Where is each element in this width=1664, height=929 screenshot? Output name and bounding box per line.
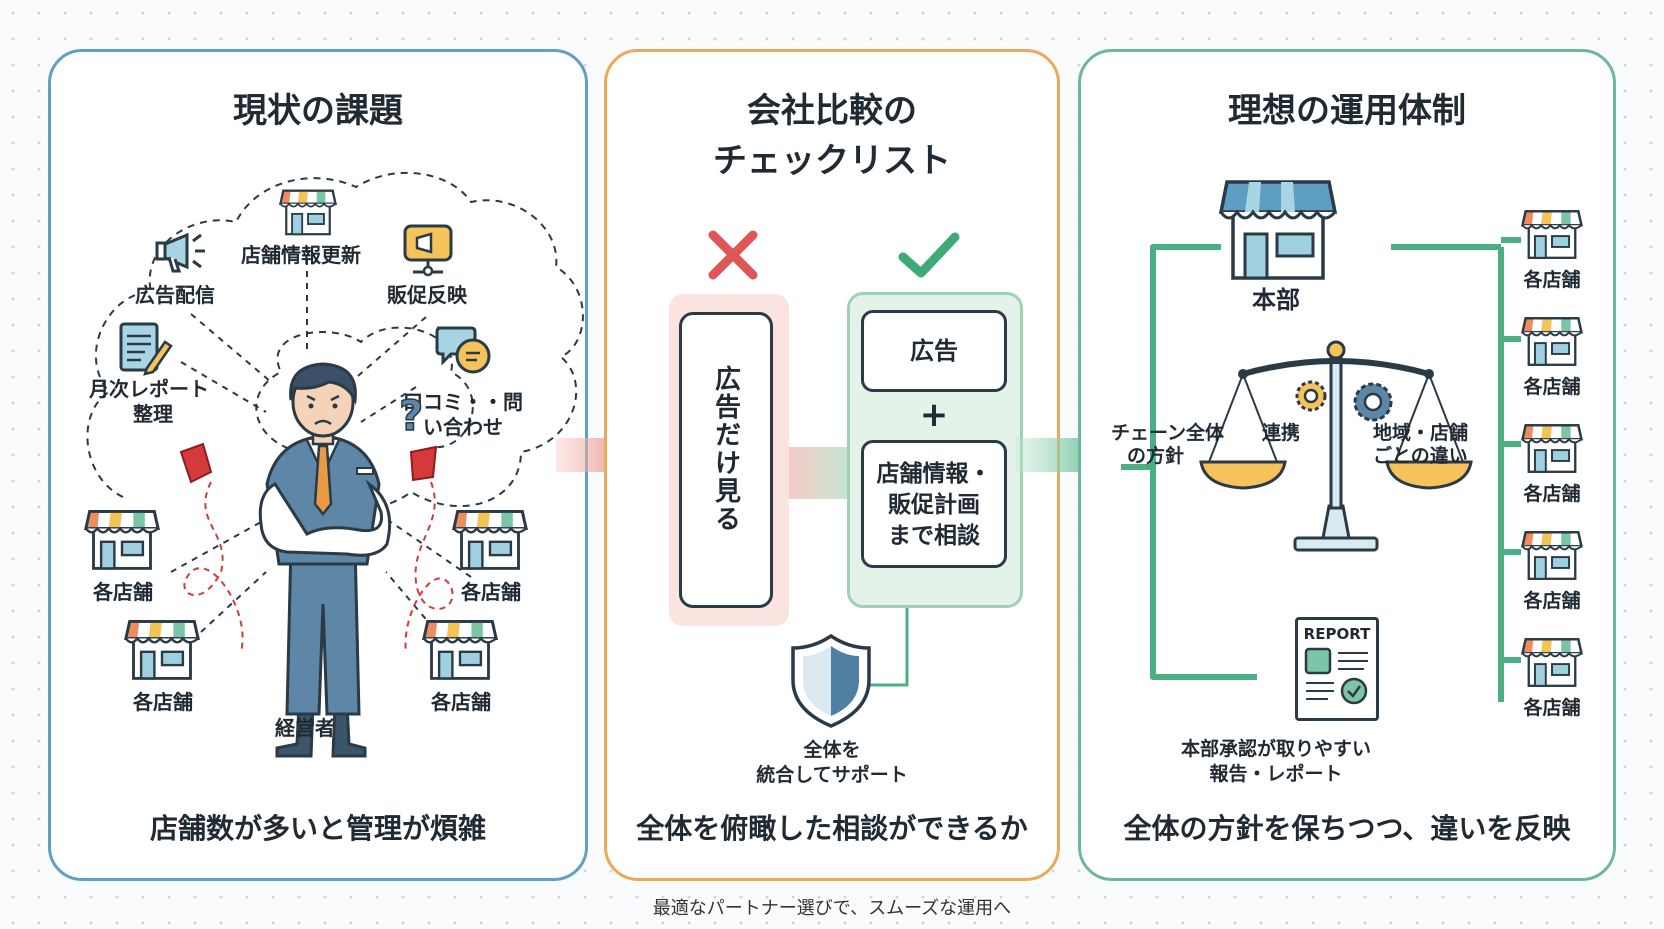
support-line-1: 全体を	[803, 739, 861, 761]
store-label: 各店舗	[1523, 697, 1581, 719]
store-item: 各店舗	[83, 500, 163, 605]
check-icon	[898, 232, 960, 278]
balance-scale-icon	[1199, 340, 1473, 552]
consult-line-1: 店舗情報・	[876, 461, 992, 487]
scale-left-line-2: の方針	[1127, 445, 1185, 467]
store-icon	[83, 500, 161, 576]
report-contents-icon	[1304, 647, 1368, 705]
footer-caption: 最適なパートナー選びで、スムーズな運用へ	[652, 898, 1012, 919]
hq-label: 本部	[1252, 286, 1300, 314]
report-document-icon: REPORT	[1295, 617, 1379, 721]
store-icon	[1519, 309, 1585, 371]
store-label: 各店舗	[461, 580, 521, 604]
report-caption-2: 報告・レポート	[1209, 763, 1343, 785]
label-monthly-report-1: 月次レポート	[89, 377, 209, 401]
consult-line-2: 販促計画	[888, 492, 980, 518]
store-icon	[1519, 416, 1585, 478]
panel2-summary: 全体を俯瞰した相談ができるか	[636, 812, 1028, 845]
panel3-summary: 全体の方針を保ちつつ、違いを反映	[1123, 812, 1571, 845]
label-store-update: 店舗情報更新	[241, 243, 361, 267]
label-promotion: 販促反映	[387, 283, 467, 307]
connector-lines	[789, 447, 909, 687]
store-item: 各店舗	[1515, 630, 1589, 721]
store-label: 各店舗	[133, 690, 193, 714]
store-label: 各店舗	[93, 580, 153, 604]
store-update-icon	[279, 182, 337, 240]
label-manager: 経営者	[275, 716, 335, 740]
scale-right-line-2: ごとの違い	[1373, 445, 1468, 467]
panel-title-ideal: 理想の運用体制	[1228, 91, 1466, 131]
label-reviews-2: い合わせ	[423, 415, 503, 439]
store-label: 各店舗	[1523, 483, 1581, 505]
store-icon	[1519, 630, 1585, 692]
panel-title-line1: 会社比較の	[747, 91, 917, 131]
store-item: 各店舗	[421, 610, 501, 715]
store-item: 各店舗	[1515, 416, 1589, 507]
store-icon	[1519, 523, 1585, 585]
store-label: 各店舗	[1523, 376, 1581, 398]
scale-left-line-1: チェーン全体	[1111, 422, 1225, 444]
store-item: 各店舗	[1515, 309, 1589, 400]
scale-center-label: 連携	[1261, 422, 1300, 444]
megaphone-icon	[155, 232, 205, 273]
store-item: 各店舗	[451, 500, 531, 605]
store-label: 各店舗	[1523, 269, 1581, 291]
panel-title-current-issues: 現状の課題	[233, 91, 403, 131]
report-header: REPORT	[1303, 625, 1371, 643]
panel1-summary: 店舗数が多いと管理が煩雑	[149, 812, 486, 845]
store-item: 各店舗	[1515, 523, 1589, 614]
label-reviews-1: 口コミ・・問	[403, 390, 523, 414]
store-icon	[451, 500, 529, 576]
store-icon	[1519, 202, 1585, 264]
consult-line-3: まで相談	[888, 523, 980, 549]
good-option-ad-card: 広告	[861, 310, 1007, 392]
store-item: 各店舗	[123, 610, 203, 715]
ideal-operation-panel: 理想の運用体制 本部 チェーン全体 の方針 連携 地域・店舗 ごとの違い	[1078, 49, 1616, 881]
scale-right-line-1: 地域・店舗	[1373, 422, 1469, 444]
label-ad-delivery: 広告配信	[135, 283, 215, 307]
cross-icon	[708, 230, 758, 280]
current-issues-panel: 現状の課題 広告配信 店舗情報更新 販促反映	[48, 49, 588, 881]
shield-icon	[791, 633, 871, 728]
promo-screen-icon	[403, 224, 453, 277]
plus-sign: +	[919, 395, 949, 435]
headquarters-store-icon	[1218, 180, 1338, 280]
label-monthly-report-2: 整理	[133, 402, 173, 426]
svg-text:?: ?	[399, 391, 423, 440]
report-document-icon	[119, 322, 173, 376]
good-option-consult-card: 店舗情報・ 販促計画 まで相談	[861, 440, 1007, 568]
chat-bubbles-icon	[435, 326, 491, 374]
store-item: 各店舗	[1515, 202, 1589, 293]
report-caption-1: 本部承認が取りやすい	[1180, 738, 1371, 760]
store-label: 各店舗	[1523, 590, 1581, 612]
store-icon	[123, 610, 201, 686]
panel-title-line2: チェックリスト	[713, 141, 951, 181]
bad-option-label: 広告だけ見る	[710, 365, 741, 533]
support-line-2: 統合してサポート	[756, 764, 908, 786]
network-lines	[1121, 237, 1521, 702]
manager-figure: ?	[258, 362, 424, 758]
bad-option-card: 広告だけ見る	[679, 312, 773, 608]
store-icon	[421, 610, 499, 686]
store-label: 各店舗	[431, 690, 491, 714]
company-comparison-panel: 会社比較の チェックリスト 広告だけ見る 広告 + 店舗情報・ 販促計画 まで相…	[604, 49, 1060, 881]
